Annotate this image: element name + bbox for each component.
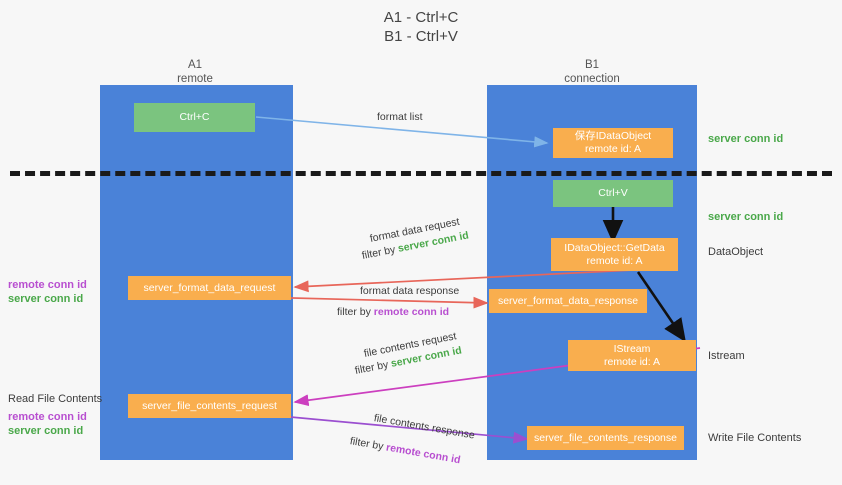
filter-value-remote-conn-id: remote conn id [385,441,462,467]
label-write-file-contents: Write File Contents [708,432,802,444]
label-server-conn-id-1: server conn id [8,293,84,305]
label-remote-conn-id-1: remote conn id [8,279,87,291]
box-getdata-line2: remote id: A [586,254,643,267]
label-data-object: DataObject [708,246,764,258]
label-remote-conn-id-2: remote conn id [8,411,87,423]
box-ctrl-c-label: Ctrl+C [179,111,210,123]
label-server-conn-id-paste: server conn id [708,211,784,223]
label-server-conn-id-top: server conn id [708,133,784,145]
box-server-file-contents-response-label: server_file_contents_response [533,431,677,444]
label-left-conn-ids-2: remote conn id server conn id [8,410,87,438]
filter-prefix: filter by [360,243,400,262]
filter-value-remote-conn-id: remote conn id [373,306,450,318]
filter-prefix: filter by [337,306,374,318]
box-server-file-contents-request-label: server_file_contents_request [142,399,277,412]
column-header-b1-sub: connection [564,73,620,85]
box-ctrl-v-label: Ctrl+V [598,187,628,199]
box-server-format-data-request[interactable]: server_format_data_request [128,276,291,300]
box-istream-line2: remote id: A [603,355,661,368]
box-getdata-line1: IDataObject::GetData [564,241,665,254]
box-istream[interactable]: IStream remote id: A [568,340,696,371]
column-header-b1: B1 connection [492,58,692,86]
column-header-a1: A1 remote [95,58,295,86]
label-server-conn-id-2: server conn id [8,425,84,437]
edge-label-format-list: format list [377,111,423,123]
edge-label-format-data-response-filter: filter by remote conn id [337,305,449,319]
column-header-a1-sub: remote [177,73,213,85]
box-server-file-contents-response[interactable]: server_file_contents_response [527,426,684,450]
box-server-format-data-response[interactable]: server_format_data_response [489,289,647,313]
box-ctrl-c[interactable]: Ctrl+C [134,103,255,132]
edge-label-file-contents-response: file contents response [372,412,476,442]
box-save-idataobject-line2: remote id: A [584,143,642,155]
box-idataobject-getdata[interactable]: IDataObject::GetData remote id: A [551,238,678,271]
label-left-conn-ids-1: remote conn id server conn id [8,278,87,306]
box-save-idataobject[interactable]: 保存IDataObject remote id: A [553,128,673,158]
title-line-1: A1 - Ctrl+C [383,9,459,26]
box-ctrl-v[interactable]: Ctrl+V [553,180,673,207]
label-istream: Istream [708,350,745,362]
column-header-a1-name: A1 [187,59,203,71]
box-server-file-contents-request[interactable]: server_file_contents_request [128,394,291,418]
box-istream-line1: IStream [613,342,651,355]
edge-label-file-contents-response-filter: filter by remote conn id [349,434,462,467]
label-read-file-contents: Read File Contents [8,393,103,405]
box-server-format-data-response-label: server_format_data_response [497,294,639,307]
box-server-format-data-request-label: server_format_data_request [143,281,276,294]
diagram-title: A1 - Ctrl+C B1 - Ctrl+V [0,8,842,46]
box-save-idataobject-line1: 保存IDataObject [574,130,652,142]
filter-prefix: filter by [348,435,388,454]
column-header-b1-name: B1 [584,59,600,71]
title-line-2: B1 - Ctrl+V [384,28,458,45]
filter-prefix: filter by [353,358,393,377]
edge-label-format-data-response: format data response [360,285,460,297]
phase-divider [10,171,832,176]
